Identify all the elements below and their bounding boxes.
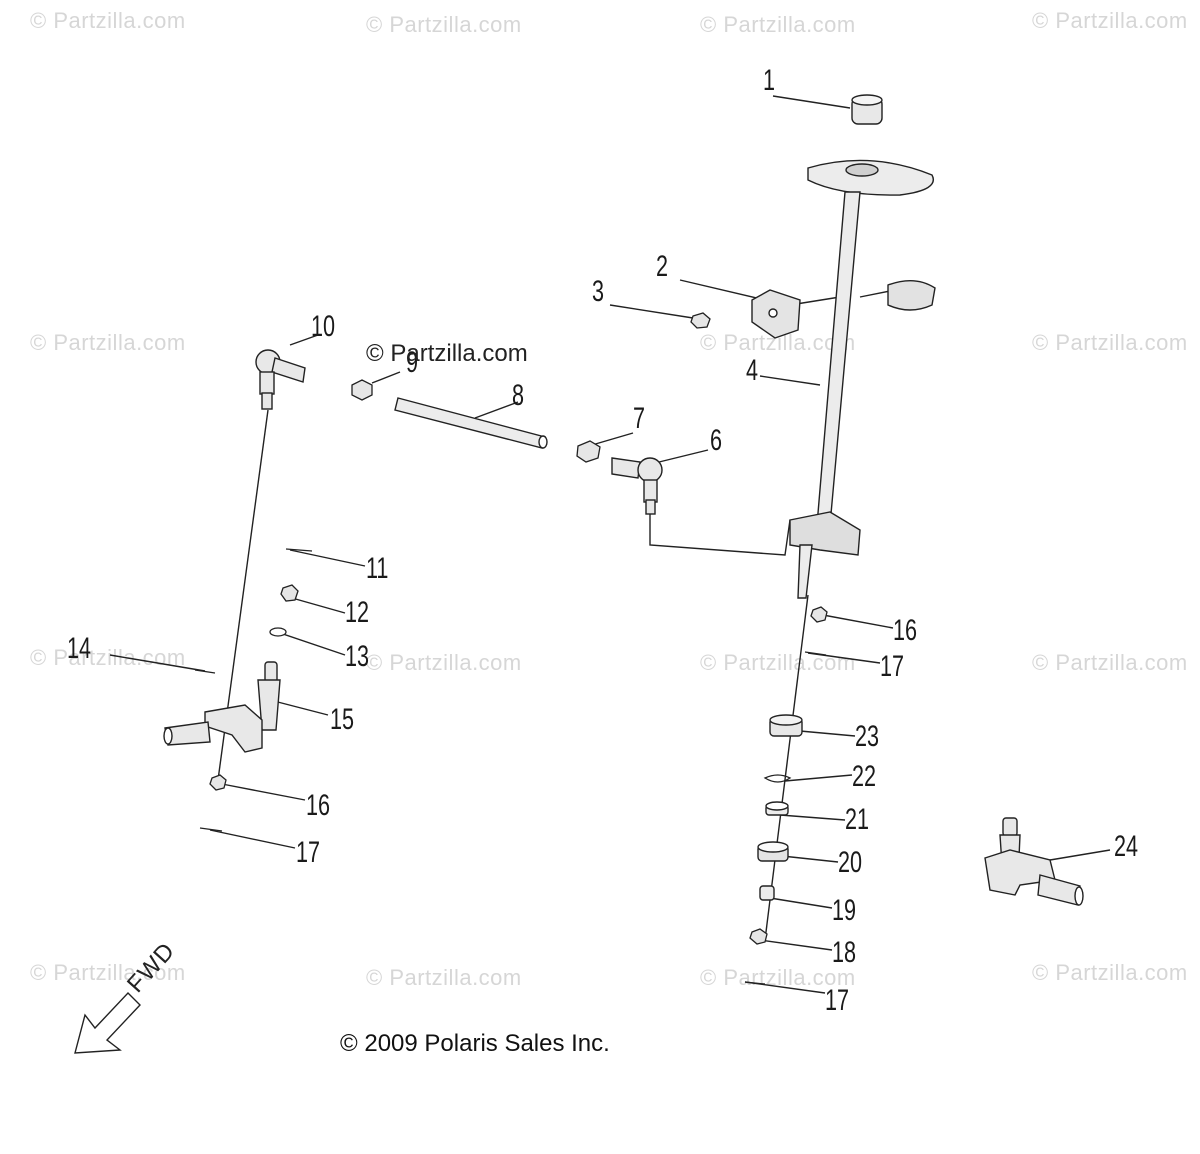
callout-number: 10 — [311, 310, 336, 343]
callout-number: 21 — [845, 803, 870, 836]
axis-line-right-lower — [764, 594, 809, 941]
part-washer-13 — [269, 627, 287, 637]
watermark: © Partzilla.com — [366, 965, 522, 990]
callout-number: 15 — [330, 703, 355, 736]
callout-number: 12 — [345, 596, 370, 629]
leader-18 — [759, 939, 833, 951]
leader-15 — [269, 699, 329, 716]
part-tie-rod-end-right — [611, 457, 663, 515]
leader-10 — [289, 334, 319, 346]
leader-23 — [799, 730, 856, 737]
part-bushing-23 — [769, 714, 803, 737]
leader-3 — [609, 304, 694, 319]
watermark: © Partzilla.com — [30, 960, 186, 985]
watermark: © Partzilla.com — [30, 8, 186, 33]
leader-16b — [822, 614, 894, 629]
leader-9 — [371, 371, 401, 384]
callout-number: 9 — [406, 346, 419, 379]
center-watermark: © Partzilla.com — [366, 340, 528, 367]
part-cap — [851, 94, 883, 125]
callout-number: 14 — [67, 632, 92, 665]
watermark: © Partzilla.com — [700, 12, 856, 37]
part-spindle-left — [163, 661, 281, 753]
watermark: © Partzilla.com — [366, 12, 522, 37]
watermark: © Partzilla.com — [1032, 960, 1188, 985]
leader-20 — [781, 855, 839, 863]
part-bushing-19 — [759, 885, 775, 901]
watermark: © Partzilla.com — [1032, 650, 1188, 675]
leader-1 — [772, 95, 851, 109]
watermark: © Partzilla.com — [1032, 8, 1188, 33]
part-nut-12 — [280, 584, 299, 602]
part-cotter-pin-14 — [194, 669, 216, 674]
callout-number: 13 — [345, 640, 370, 673]
watermark: © Partzilla.com — [30, 645, 186, 670]
callout-number: 11 — [366, 552, 389, 585]
copyright-notice: © 2009 Polaris Sales Inc. — [340, 1030, 610, 1057]
callout-number: 4 — [746, 354, 759, 387]
leader-6 — [654, 449, 709, 464]
part-nut-16-left — [209, 774, 227, 791]
watermark: © Partzilla.com — [30, 330, 186, 355]
callout-number: 19 — [832, 894, 857, 927]
part-nut-7 — [576, 440, 601, 463]
callout-number: 16 — [893, 614, 918, 647]
leader-2 — [679, 279, 766, 301]
watermark: © Partzilla.com — [1032, 330, 1188, 355]
axis-line-tierod-right — [649, 510, 791, 556]
leader-12 — [291, 597, 346, 614]
callout-number: 3 — [592, 275, 605, 308]
part-nut-16-right — [810, 606, 828, 623]
callout-number: 2 — [656, 250, 669, 283]
part-cotter-pin-17-left — [199, 827, 223, 832]
part-bracket — [751, 289, 801, 339]
callout-number: 17 — [296, 836, 321, 869]
part-steering-post — [789, 159, 936, 599]
part-tie-rod-end-left — [255, 349, 306, 410]
leader-13 — [282, 633, 346, 656]
part-spindle-right — [984, 817, 1084, 906]
leader-16a — [221, 783, 306, 801]
callout-number: 20 — [838, 846, 863, 879]
leader-11 — [289, 549, 366, 567]
part-tie-rod — [394, 397, 548, 449]
leader-14 — [109, 654, 206, 672]
callout-number: 8 — [512, 379, 525, 412]
callout-number: 18 — [832, 936, 857, 969]
part-nut-9 — [351, 379, 373, 401]
part-cotter-pin-11 — [285, 548, 313, 552]
part-bearing-20 — [757, 841, 789, 862]
watermark: © Partzilla.com — [700, 650, 856, 675]
leader-21 — [779, 814, 846, 821]
callout-number: 22 — [852, 760, 877, 793]
leader-24 — [1049, 849, 1111, 861]
part-cotter-pin-17-bottom — [744, 981, 766, 985]
callout-number: 23 — [855, 720, 880, 753]
part-washer-21 — [765, 801, 789, 816]
fwd-arrow-icon — [74, 991, 141, 1054]
leader-19 — [769, 897, 833, 909]
callout-number: 17 — [880, 650, 905, 683]
leader-8 — [474, 401, 519, 419]
callout-number: 6 — [710, 424, 723, 457]
watermark: © Partzilla.com — [366, 650, 522, 675]
leader-7 — [591, 432, 634, 446]
leader-22 — [784, 774, 853, 782]
leader-17a — [209, 829, 296, 849]
part-nut-3 — [690, 312, 711, 329]
part-nut-18 — [749, 928, 768, 945]
part-cotter-pin-17-right — [804, 651, 827, 656]
callout-number: 1 — [763, 64, 776, 97]
callout-number: 17 — [825, 984, 850, 1017]
part-clip-22 — [763, 774, 792, 783]
callout-number: 16 — [306, 789, 331, 822]
leader-4 — [759, 375, 821, 386]
callout-number: 24 — [1114, 830, 1139, 863]
callout-number: 7 — [633, 402, 646, 435]
